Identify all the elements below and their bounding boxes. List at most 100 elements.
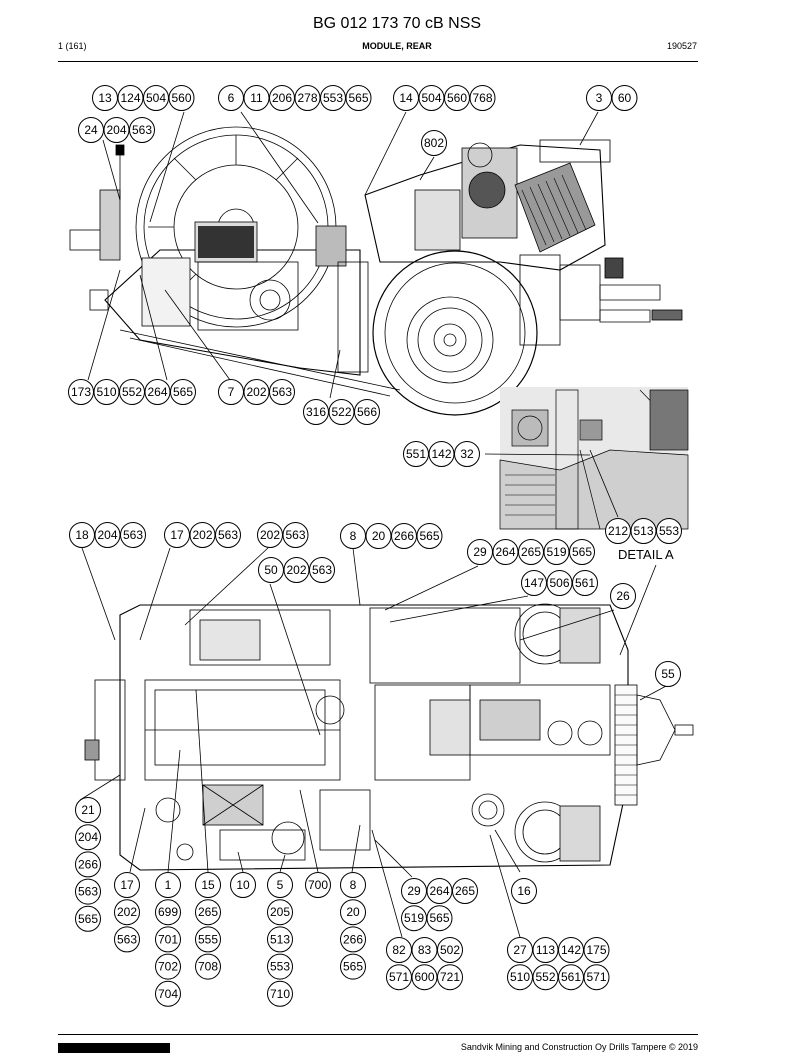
callout-number: 519 bbox=[404, 911, 424, 925]
callout-circle bbox=[155, 926, 181, 953]
callout-circle bbox=[75, 878, 101, 905]
callout-number: 553 bbox=[323, 91, 343, 105]
leader-lines bbox=[79, 111, 669, 938]
callout-number: 504 bbox=[146, 91, 166, 105]
callout-circle bbox=[583, 964, 610, 991]
callout-circle bbox=[155, 899, 181, 926]
callout-number: 265 bbox=[455, 884, 475, 898]
callout-circle bbox=[340, 953, 366, 980]
callout-circle bbox=[345, 85, 372, 111]
callout-circle bbox=[416, 523, 443, 549]
callout-number: 265 bbox=[521, 545, 541, 559]
document-code: 190527 bbox=[666, 41, 697, 51]
callout-number: 11 bbox=[250, 91, 263, 105]
callout-number: 13 bbox=[98, 91, 112, 105]
callout-circle bbox=[454, 441, 480, 467]
callout-number: 519 bbox=[546, 545, 566, 559]
callout-number: 565 bbox=[348, 91, 368, 105]
callout-number: 15 bbox=[201, 878, 215, 892]
callout-circle bbox=[340, 872, 366, 898]
callout-number: 202 bbox=[286, 563, 306, 577]
callout-circle bbox=[452, 878, 478, 904]
callout-number: 14 bbox=[399, 91, 413, 105]
callout-number: 563 bbox=[132, 123, 152, 137]
callout-number: 768 bbox=[472, 91, 492, 105]
callout-number: 565 bbox=[572, 545, 592, 559]
callout-circle bbox=[195, 926, 221, 953]
section-title: MODULE, REAR bbox=[362, 41, 432, 51]
plan-view bbox=[84, 603, 694, 871]
callout-circle bbox=[309, 557, 335, 583]
callout-circle bbox=[195, 872, 221, 898]
header-rule bbox=[58, 61, 698, 62]
callout-group: 26 bbox=[610, 583, 636, 609]
callout-number: 20 bbox=[372, 529, 386, 543]
callout-circle bbox=[269, 379, 295, 405]
callout-number: 1 bbox=[165, 878, 172, 892]
callout-circle bbox=[195, 899, 221, 926]
callout-group: 10 bbox=[230, 872, 256, 898]
callout-number: 206 bbox=[272, 91, 292, 105]
callout-circle bbox=[75, 851, 101, 878]
callout-circle bbox=[155, 980, 181, 1007]
callout-number: 513 bbox=[270, 932, 290, 946]
callout-circle bbox=[195, 953, 221, 980]
callout-circle bbox=[656, 518, 682, 544]
callout-number: 264 bbox=[147, 385, 167, 399]
callout-number: 142 bbox=[561, 943, 581, 957]
callout-number: 204 bbox=[106, 123, 126, 137]
callout-group: 802 bbox=[421, 130, 447, 156]
callout-circle bbox=[170, 379, 196, 405]
callout-circle bbox=[168, 85, 195, 111]
callout-number: 27 bbox=[513, 943, 527, 957]
callout-number: 202 bbox=[260, 528, 280, 542]
callout-number: 204 bbox=[78, 830, 98, 844]
document-title: BG 012 173 70 cB NSS bbox=[312, 15, 482, 32]
callout-number: 552 bbox=[535, 970, 555, 984]
detail-a-label: DETAIL A bbox=[618, 547, 674, 562]
callout-group: 700 bbox=[305, 872, 331, 898]
callout-number: 561 bbox=[575, 576, 595, 590]
callout-number: 16 bbox=[517, 884, 531, 898]
callout-circle bbox=[155, 953, 181, 980]
callout-number: 8 bbox=[350, 878, 357, 892]
callout-circle bbox=[75, 824, 101, 851]
callout-number: 555 bbox=[198, 932, 218, 946]
callout-number: 560 bbox=[171, 91, 191, 105]
callout-circle bbox=[267, 953, 293, 980]
callout-number: 7 bbox=[228, 385, 235, 399]
callout-number: 265 bbox=[198, 905, 218, 919]
callout-number: 205 bbox=[270, 905, 290, 919]
callout-number: 704 bbox=[158, 987, 178, 1001]
page-number: 1 (161) bbox=[58, 41, 87, 51]
callout-number: 571 bbox=[586, 970, 606, 984]
callout-circle bbox=[114, 899, 140, 926]
callout-number: 29 bbox=[407, 884, 421, 898]
callout-circle bbox=[215, 522, 241, 548]
footer-copyright: Sandvik Mining and Construction Oy Drill… bbox=[460, 1042, 698, 1052]
callout-circle bbox=[267, 872, 293, 898]
callout-circle bbox=[230, 872, 256, 898]
callout-group: 16 bbox=[511, 878, 537, 904]
callout-number: 6 bbox=[228, 91, 235, 105]
callout-number: 701 bbox=[158, 932, 178, 946]
callout-number: 563 bbox=[312, 563, 332, 577]
callout-number: 563 bbox=[218, 528, 238, 542]
callout-number: 710 bbox=[270, 987, 290, 1001]
callout-circle bbox=[511, 878, 537, 904]
